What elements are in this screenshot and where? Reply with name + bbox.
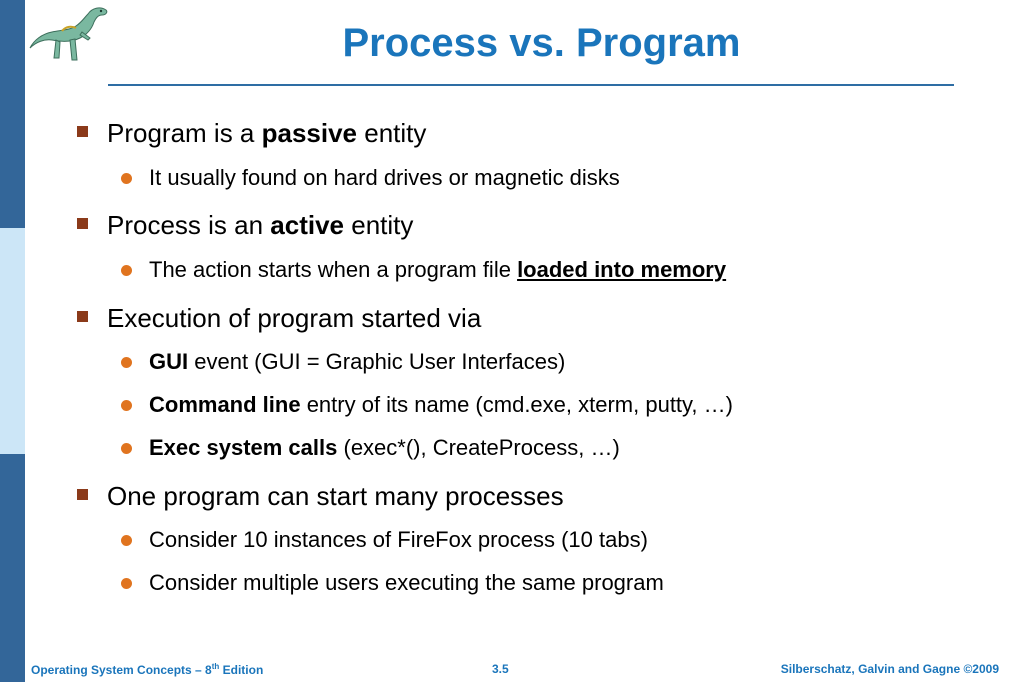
bullet-1: Program is a passive entity — [107, 118, 427, 148]
square-bullet-icon — [77, 489, 88, 500]
square-bullet-icon — [77, 311, 88, 322]
slide-title: Process vs. Program — [342, 21, 741, 65]
circle-bullet-icon — [121, 535, 132, 546]
bullet-4: One program can start many processes — [107, 481, 564, 511]
circle-bullet-icon — [121, 265, 132, 276]
footer-slide-number: 3.5 — [492, 662, 509, 676]
footer-book-title: Operating System Concepts – 8th Edition — [31, 662, 264, 677]
bullet-4-sub-2: Consider multiple users executing the sa… — [149, 570, 664, 595]
footer-copyright: Silberschatz, Galvin and Gagne ©2009 — [780, 662, 999, 676]
bullet-3: Execution of program started via — [107, 303, 482, 333]
square-bullet-icon — [77, 126, 88, 137]
bullet-4-sub-1: Consider 10 instances of FireFox process… — [149, 527, 648, 552]
dinosaur-logo-icon — [29, 7, 108, 61]
left-stripe-top — [0, 0, 25, 228]
bullet-2-sub-1: The action starts when a program file lo… — [149, 257, 727, 282]
bullet-1-sub-1: It usually found on hard drives or magne… — [149, 165, 620, 190]
square-bullet-icon — [77, 218, 88, 229]
bullet-3-sub-2: Command line entry of its name (cmd.exe,… — [149, 392, 733, 417]
bullet-3-sub-3: Exec system calls (exec*(), CreateProces… — [149, 435, 620, 460]
title-divider — [108, 84, 954, 86]
circle-bullet-icon — [121, 173, 132, 184]
circle-bullet-icon — [121, 578, 132, 589]
circle-bullet-icon — [121, 400, 132, 411]
circle-bullet-icon — [121, 357, 132, 368]
left-stripe-middle — [0, 228, 25, 454]
bullet-3-sub-1: GUI event (GUI = Graphic User Interfaces… — [149, 349, 566, 374]
left-stripe-bottom — [0, 454, 25, 682]
circle-bullet-icon — [121, 443, 132, 454]
bullet-2: Process is an active entity — [107, 210, 414, 240]
